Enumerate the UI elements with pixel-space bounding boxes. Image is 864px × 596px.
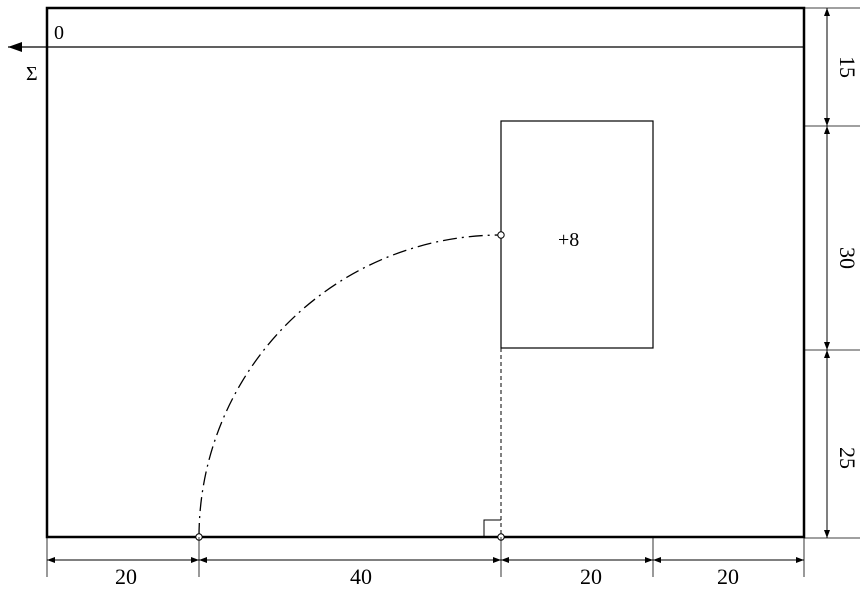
point-arc-top [497, 231, 505, 239]
outer-frame [45, 6, 806, 539]
dim-bottom-2: 40 [350, 564, 372, 589]
dim-right-3: 25 [835, 447, 860, 469]
right-dimension-chain [804, 7, 860, 539]
dim-bottom-3: 20 [580, 564, 602, 589]
dash-dot-arc [198, 234, 502, 538]
zero-label: 0 [54, 22, 64, 44]
bottom-dimension-chain [46, 537, 805, 577]
dim-right-1: 15 [835, 56, 860, 78]
dim-right-2: 30 [835, 247, 860, 269]
dim-bottom-4: 20 [717, 564, 739, 589]
right-angle-marker [483, 519, 501, 537]
dim-bottom-1: 20 [115, 564, 137, 589]
sum-symbol: Σ [26, 63, 38, 85]
rectangle-label: +8 [558, 229, 579, 251]
